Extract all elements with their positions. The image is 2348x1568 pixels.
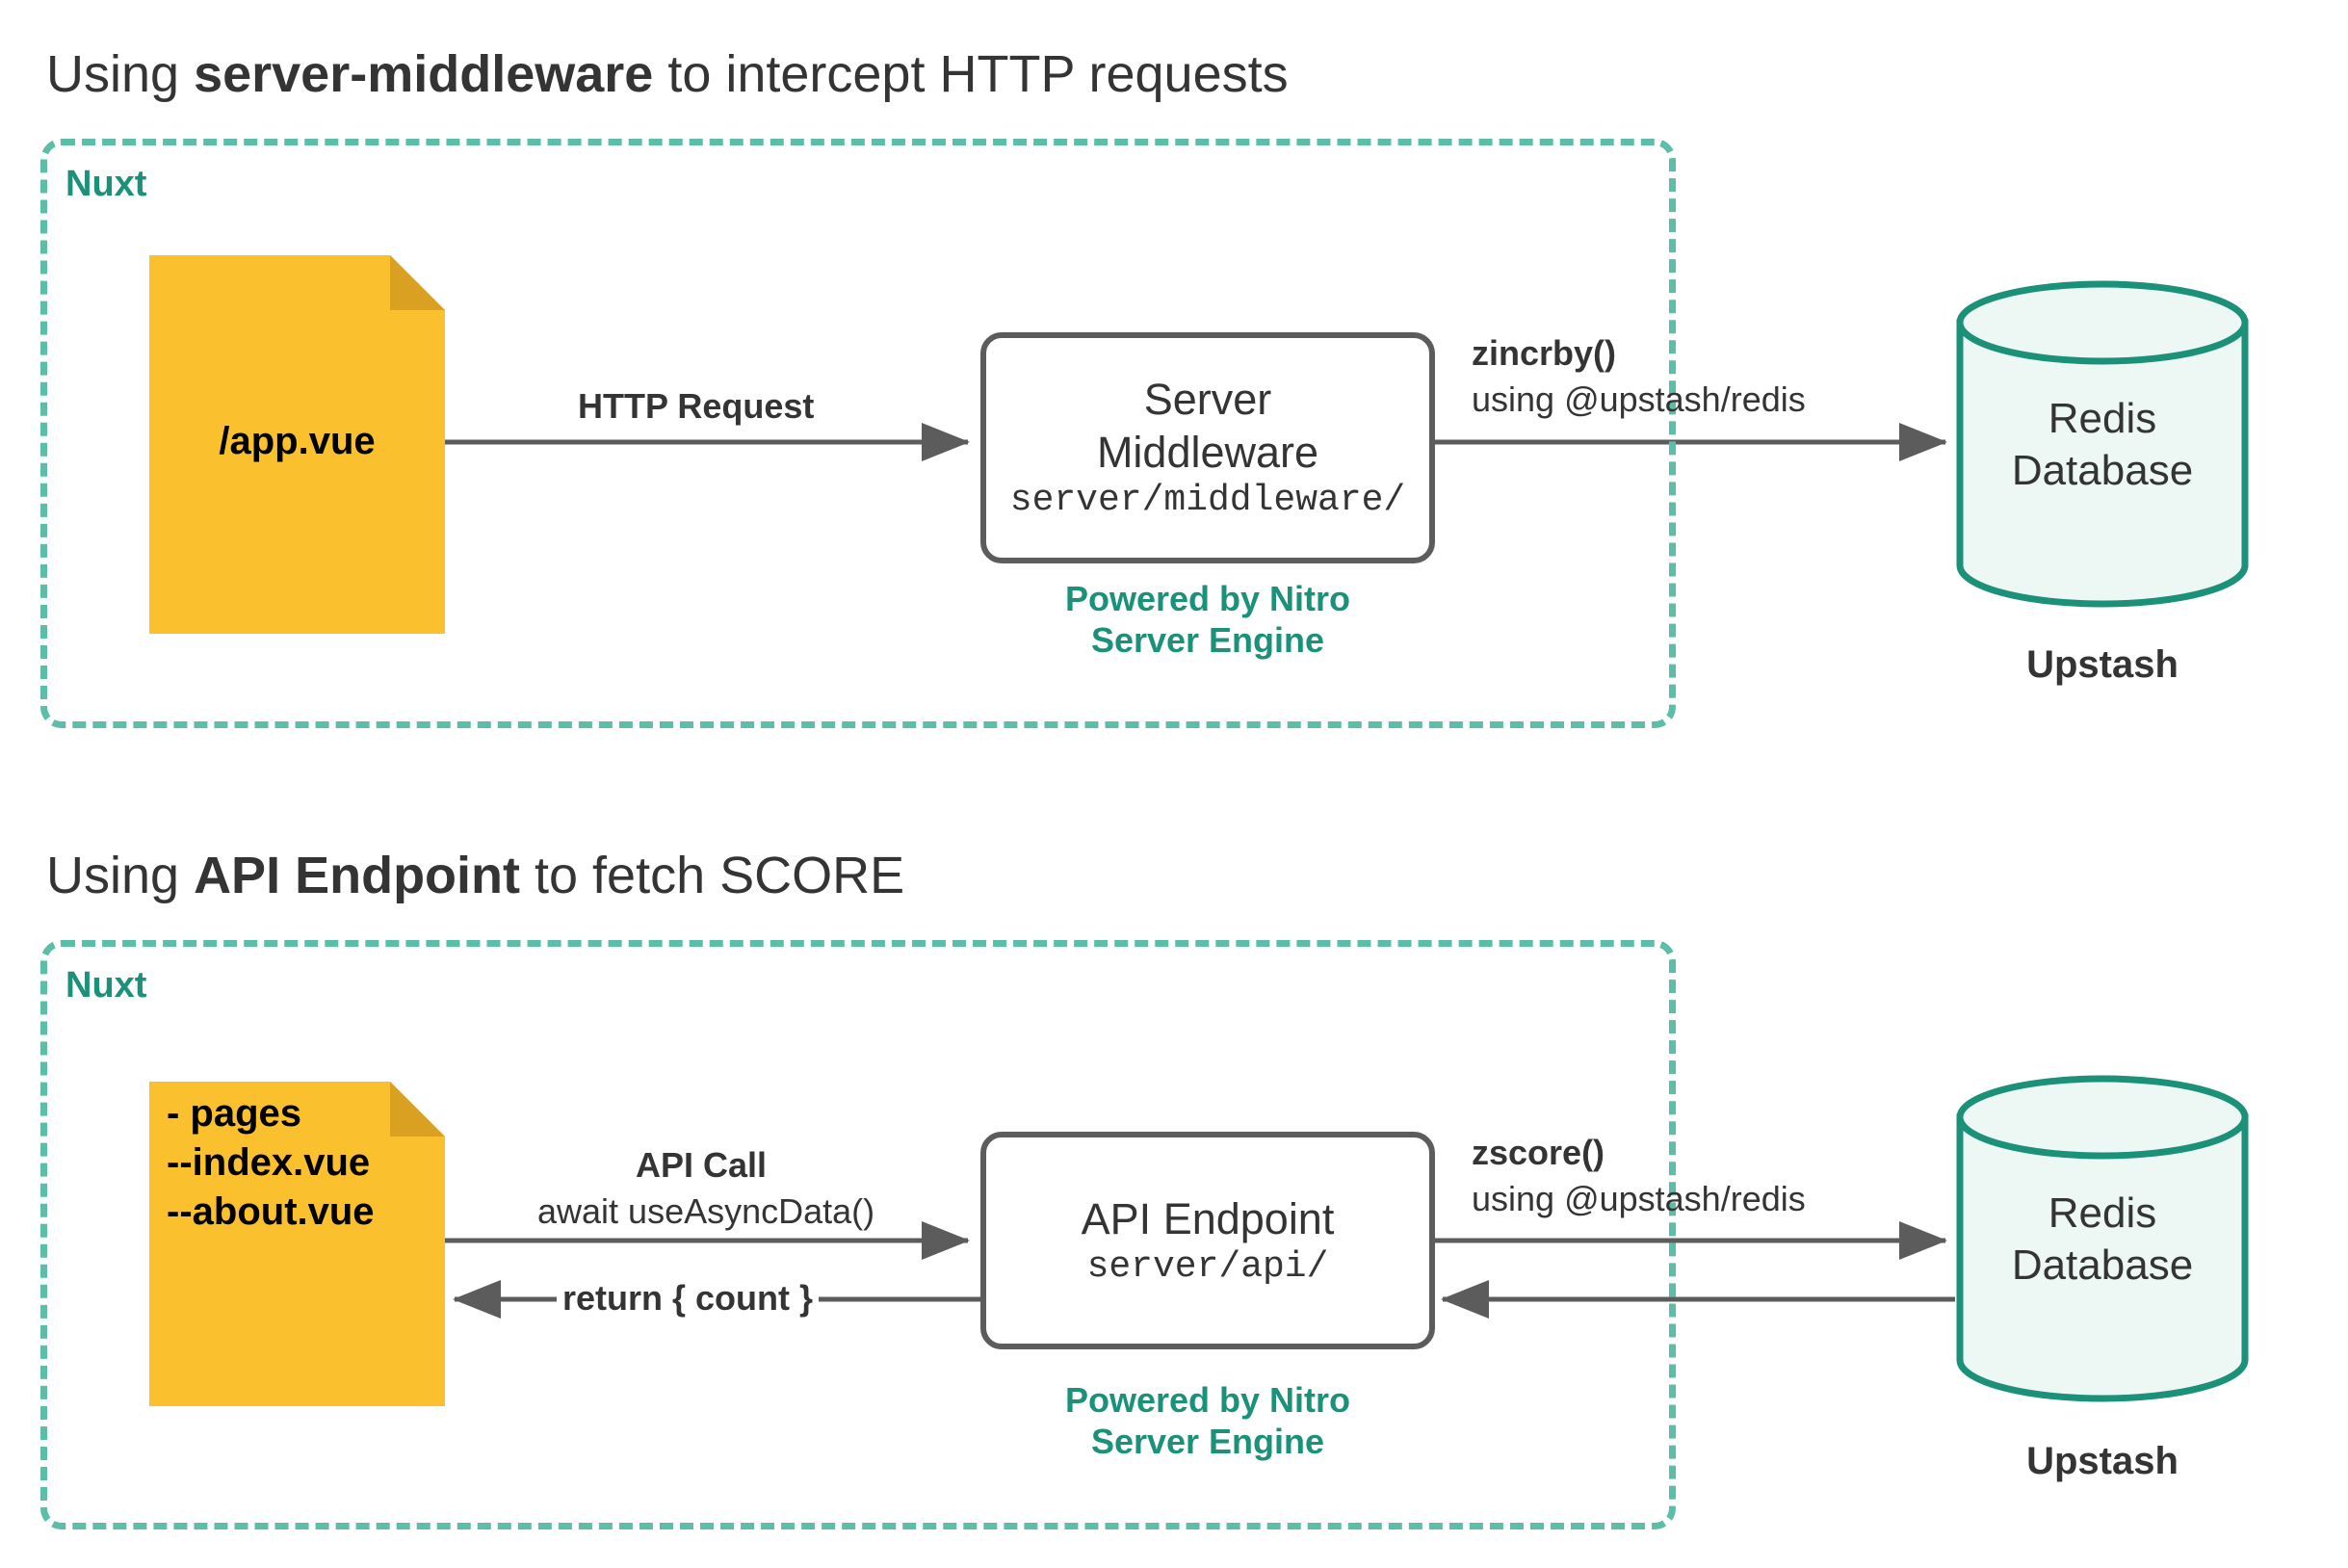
edge-label-api-call-sub: await useAsyncData() (537, 1191, 875, 1231)
upstash-caption-1: Upstash (2026, 643, 2178, 686)
database-label-1: Redis Database (2011, 395, 2194, 494)
database-node-1[interactable]: Redis Database (1955, 279, 2250, 609)
section-title-2: Using API Endpoint to fetch SCORE (46, 846, 904, 905)
section-title-2-suffix: to fetch SCORE (520, 847, 905, 904)
section-title-1-prefix: Using (46, 45, 195, 103)
nitro-note-2: Powered by Nitro Server Engine (1064, 1380, 1351, 1461)
edge-label-zscore-sub: using @upstash/redis (1472, 1179, 1806, 1218)
file-label-pages: - pages --index.vue --about.vue (167, 1092, 375, 1233)
edge-label-zscore: zscore() (1472, 1133, 1605, 1172)
nuxt-container-1 (40, 139, 1676, 728)
process-subtitle-api-endpoint: server/api/ (1086, 1245, 1329, 1288)
file-node-app-vue[interactable]: /app.vue (149, 255, 445, 634)
edge-label-zincrby-sub: using @upstash/redis (1472, 379, 1806, 419)
section-title-2-bold: API Endpoint (194, 847, 521, 904)
nuxt-label-2: Nuxt (65, 965, 147, 1006)
file-node-pages[interactable]: - pages --index.vue --about.vue (149, 1082, 445, 1406)
edge-label-api-call: API Call (636, 1145, 768, 1185)
section-title-1-bold: server-middleware (194, 45, 654, 103)
process-box-api-endpoint[interactable]: API Endpoint server/api/ (980, 1132, 1435, 1349)
nuxt-label-1: Nuxt (65, 164, 147, 204)
file-document-icon (149, 1082, 445, 1406)
database-label-2: Redis Database (2011, 1189, 2194, 1289)
edge-label-zincrby: zincrby() (1472, 333, 1617, 373)
file-document-icon (149, 255, 445, 634)
nitro-note-1: Powered by Nitro Server Engine (1064, 579, 1351, 660)
nuxt-container-2 (40, 940, 1676, 1529)
process-subtitle-server-middleware: server/middleware/ (1009, 480, 1406, 521)
upstash-caption-2: Upstash (2026, 1440, 2178, 1482)
process-title-server-middleware: Server Middleware (1096, 375, 1319, 477)
process-box-server-middleware[interactable]: Server Middleware server/middleware/ (980, 332, 1435, 563)
database-cylinder-icon (1956, 280, 2249, 608)
edge-label-http-request: HTTP Request (578, 386, 815, 426)
edge-label-return-count: return { count } (557, 1279, 820, 1318)
database-cylinder-icon (1956, 1075, 2249, 1402)
file-label-app-vue: /app.vue (219, 420, 376, 462)
section-title-1-suffix: to intercept HTTP requests (653, 45, 1289, 103)
section-title-1: Using server-middleware to intercept HTT… (46, 44, 1289, 104)
process-title-api-endpoint: API Endpoint (1081, 1193, 1335, 1243)
section-title-2-prefix: Using (46, 847, 195, 904)
database-node-2[interactable]: Redis Database (1955, 1074, 2250, 1403)
